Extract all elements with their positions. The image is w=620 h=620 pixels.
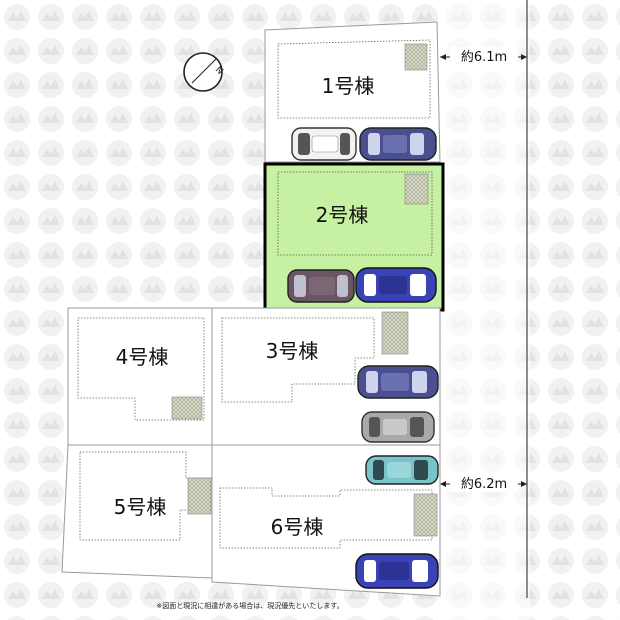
- car-lot2-brown: [287, 269, 355, 303]
- lot-4-house-outline: [77, 317, 205, 421]
- lot-3-garden: [381, 311, 409, 355]
- car-lot6-teal: [365, 455, 439, 485]
- lot-1-garden: [404, 43, 428, 71]
- road-width-top-label: 約6.1m: [461, 50, 507, 65]
- car-lot2-blue: [355, 267, 437, 303]
- lot-6-label: 6号棟: [271, 515, 324, 539]
- lot-2-garden: [404, 173, 429, 205]
- disclaimer-note: ※図面と現況に相違がある場合は、現況優先といたします。: [156, 601, 343, 610]
- road-width-bottom-label: 約6.2m: [461, 477, 507, 492]
- lot-4-garden: [171, 396, 203, 420]
- lot-6-garden: [413, 493, 438, 537]
- compass-icon: N: [183, 52, 225, 92]
- car-lot1-navy: [359, 127, 437, 161]
- compass-label: N: [213, 65, 225, 77]
- road-width-bottom: 約6.2m: [440, 474, 527, 492]
- lot-5: 5号棟: [61, 444, 213, 579]
- lot-2-house-outline: [277, 171, 433, 256]
- car-lot1-white: [291, 127, 357, 161]
- lot-1: 1号棟: [264, 21, 441, 163]
- car-lot3-gray: [361, 411, 435, 443]
- road-vertical: [440, 0, 530, 620]
- road-width-top: 約6.1m: [440, 47, 527, 65]
- lot-3-house-outline: [221, 317, 375, 403]
- lot-2-label: 2号棟: [316, 203, 369, 227]
- lot-3-label: 3号棟: [266, 339, 319, 363]
- car-lot6-blue: [355, 553, 439, 589]
- lot-6-house-outline: [219, 487, 433, 549]
- lot-3: 3号棟: [211, 307, 441, 446]
- lot-5-garden: [187, 477, 212, 515]
- car-lot3-navy: [357, 365, 439, 399]
- lot-4-label: 4号棟: [116, 345, 169, 369]
- lot-1-label: 1号棟: [322, 74, 375, 98]
- lot-5-label: 5号棟: [114, 495, 167, 519]
- lot-4: 4号棟: [67, 307, 213, 446]
